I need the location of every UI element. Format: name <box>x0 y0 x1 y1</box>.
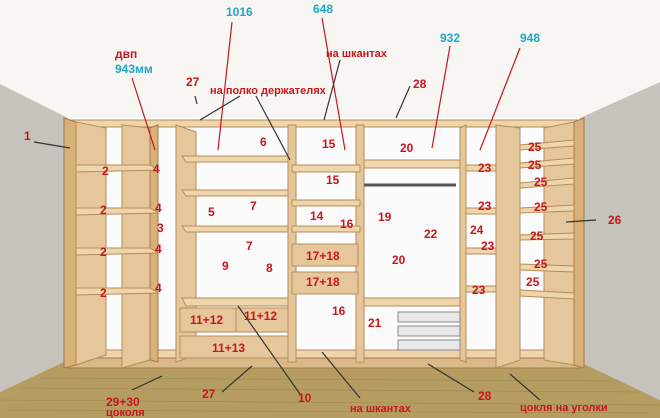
drawer-11-13: 11+13 <box>212 341 245 355</box>
label-23b: 23 <box>478 199 492 213</box>
label-14: 14 <box>310 209 324 223</box>
dvp-size: 943мм <box>115 62 153 76</box>
drawer-17-18-bottom: 17+18 <box>306 275 340 289</box>
label-25b: 25 <box>528 158 542 172</box>
drawer-17-18-top: 17+18 <box>306 249 340 263</box>
label-20a: 20 <box>400 141 414 155</box>
label-3: 3 <box>157 221 164 235</box>
label-16a: 16 <box>340 217 354 231</box>
drawer-11-12-left: 11+12 <box>190 313 223 327</box>
right-shelves <box>465 139 575 300</box>
label-2d: 2 <box>100 286 107 300</box>
dimension-1016: 1016 <box>226 5 253 19</box>
label-dvp: двп <box>115 47 137 61</box>
label-4c: 4 <box>155 242 162 256</box>
label-4b: 4 <box>155 201 162 215</box>
label-9: 9 <box>222 259 229 273</box>
left-shelves <box>75 164 160 296</box>
label-23d: 23 <box>472 283 486 297</box>
label-25e: 25 <box>530 229 544 243</box>
dimension-948: 948 <box>520 31 540 45</box>
ceiling <box>0 0 660 118</box>
vertical-panels <box>63 117 585 369</box>
label-25f: 25 <box>534 257 548 271</box>
label-25g: 25 <box>526 275 540 289</box>
floor-texture <box>0 377 660 414</box>
label-7b: 7 <box>246 239 253 253</box>
label-1: 1 <box>24 129 31 143</box>
label-on-shelf-holders: на полко держателях <box>210 85 327 97</box>
label-8: 8 <box>266 261 273 275</box>
label-21: 21 <box>368 316 382 330</box>
label-22: 22 <box>424 227 438 241</box>
label-6: 6 <box>260 135 267 149</box>
label-25a: 25 <box>528 140 542 154</box>
label-19: 19 <box>378 210 392 224</box>
label-2c: 2 <box>100 245 107 259</box>
label-plinth-on-corners: цокля на уголки <box>520 402 608 414</box>
right-wall <box>580 82 660 400</box>
dimension-648: 648 <box>313 2 333 16</box>
left-wall <box>0 84 68 392</box>
label-on-dowels-top: на шкантах <box>326 48 388 60</box>
label-25d: 25 <box>534 200 548 214</box>
label-15a: 15 <box>322 137 336 151</box>
label-5: 5 <box>208 205 215 219</box>
label-16b: 16 <box>332 304 346 318</box>
label-23a: 23 <box>478 161 492 175</box>
label-28-top: 28 <box>413 77 427 91</box>
label-26: 26 <box>608 213 622 227</box>
label-15b: 15 <box>326 173 340 187</box>
label-20b: 20 <box>392 253 406 267</box>
label-2b: 2 <box>100 203 107 217</box>
center-left-shelves <box>179 155 289 359</box>
label-23c: 23 <box>481 239 495 253</box>
label-4d: 4 <box>155 281 162 295</box>
label-24: 24 <box>470 223 484 237</box>
label-28-bottom: 28 <box>478 389 492 403</box>
label-2a: 2 <box>102 164 109 178</box>
label-on-dowels-bottom: на шкантах <box>350 403 412 415</box>
plinth-label: цоколя <box>106 407 145 418</box>
label-25c: 25 <box>534 175 548 189</box>
dimension-932: 932 <box>440 31 460 45</box>
drawer-11-12-right: 11+12 <box>244 309 277 323</box>
label-10: 10 <box>298 391 312 405</box>
plinth-code: 29+30 <box>106 395 140 409</box>
center-shelves <box>291 164 361 295</box>
leader-lines <box>33 17 597 401</box>
label-27-bottom: 27 <box>202 387 216 401</box>
label-7a: 7 <box>250 199 257 213</box>
hanging-section <box>363 159 461 351</box>
label-27-top: 27 <box>186 75 200 89</box>
label-4a: 4 <box>153 162 160 176</box>
